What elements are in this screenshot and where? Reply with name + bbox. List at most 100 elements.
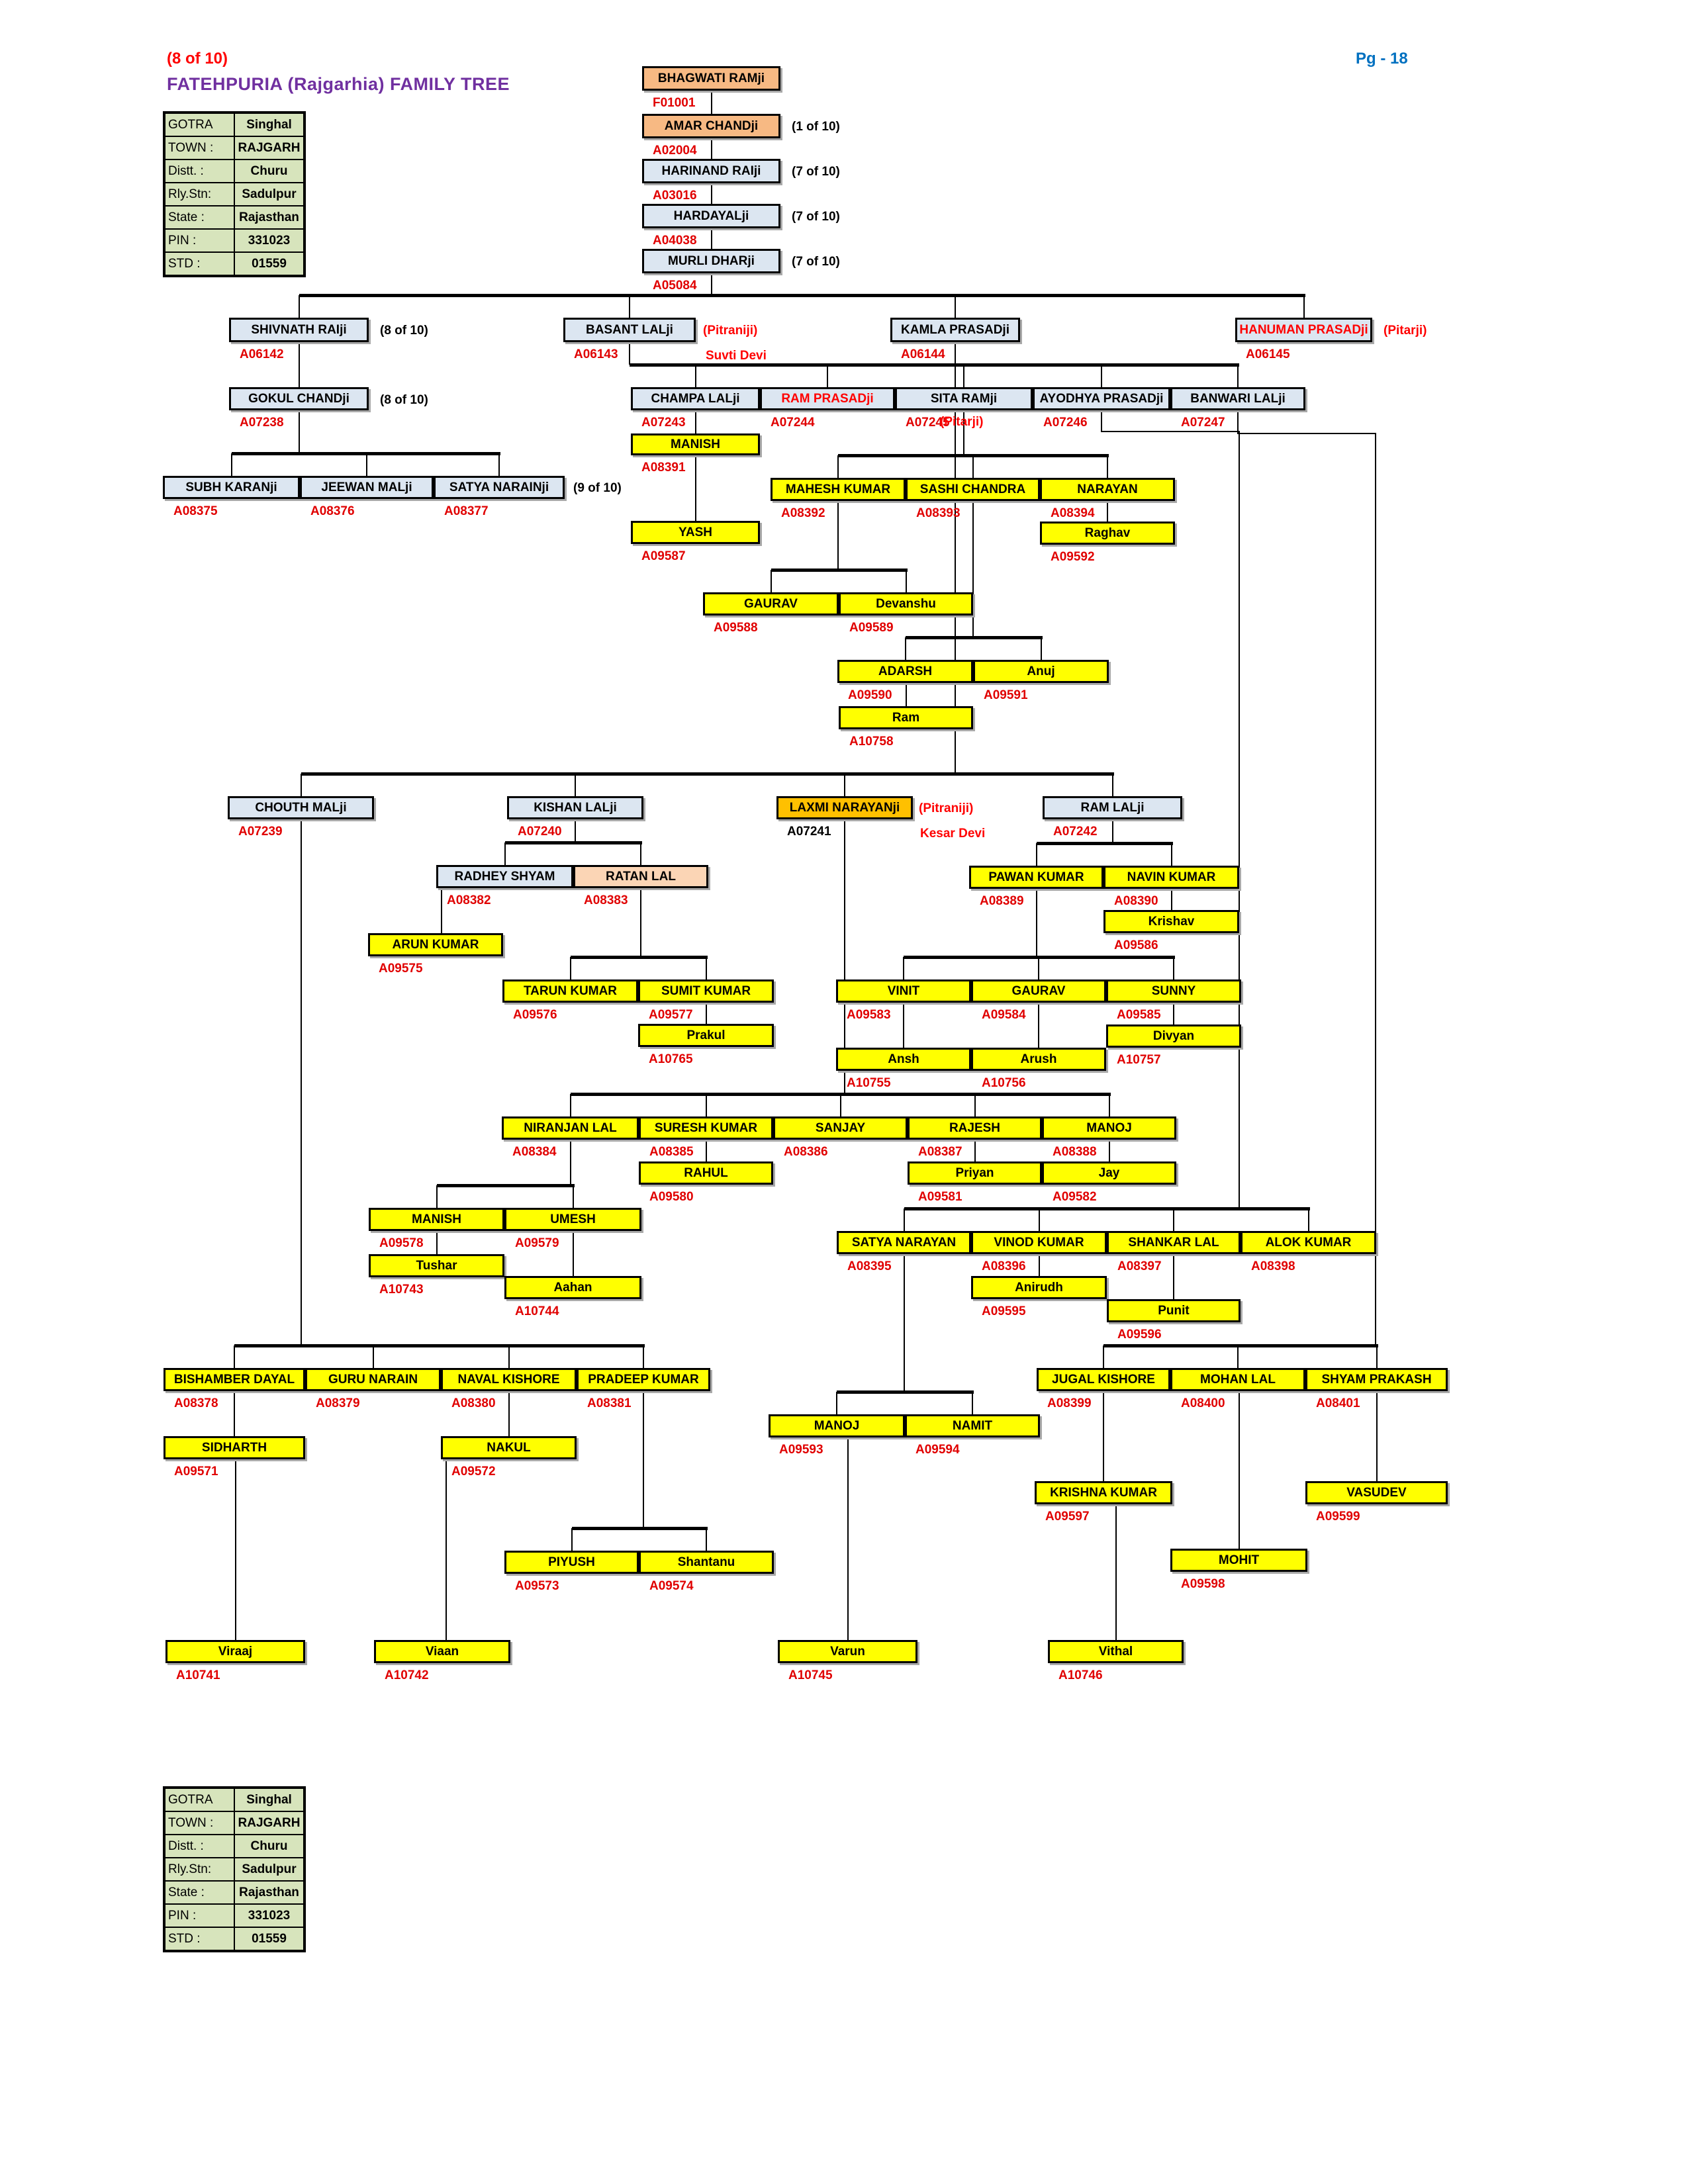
person-box-sanjay: SANJAY — [773, 1116, 908, 1140]
person-code: A08381 — [587, 1396, 632, 1410]
child-drop-line — [230, 453, 232, 476]
child-drop-line — [705, 957, 707, 979]
info-row-label: State : — [165, 1881, 234, 1904]
info-row-label: GOTRA — [165, 1788, 234, 1811]
parent-child-line — [905, 683, 907, 706]
info-row-value: Rajasthan — [234, 1881, 304, 1904]
person-name: YASH — [678, 525, 713, 539]
person-code: A09581 — [918, 1190, 962, 1204]
info-row-label: Rly.Stn: — [165, 1858, 234, 1881]
parent-child-line — [847, 1437, 849, 1640]
person-name: NAVIN KUMAR — [1127, 870, 1216, 884]
person-box-mahesh: MAHESH KUMAR — [771, 478, 906, 501]
person-name: Ansh — [888, 1052, 919, 1066]
person-name: PIYUSH — [548, 1555, 595, 1569]
person-name: Devanshu — [876, 596, 936, 611]
child-drop-line — [705, 1094, 707, 1116]
person-box-sumit: SUMIT KUMAR — [638, 979, 774, 1003]
person-code: A08399 — [1047, 1396, 1092, 1410]
person-code: A09595 — [982, 1304, 1026, 1318]
person-code: A09575 — [379, 962, 423, 976]
person-box-naval: NAVAL KISHORE — [441, 1368, 577, 1391]
person-code: A08375 — [173, 504, 218, 518]
person-name: JEEWAN MALji — [321, 480, 412, 494]
person-box-anuj: Anuj — [973, 660, 1109, 683]
annotation-note: (7 of 10) — [792, 210, 840, 224]
elbow-line — [1101, 431, 1240, 432]
parent-riser-line — [575, 819, 576, 842]
person-code: A07246 — [1043, 416, 1088, 430]
sibling-rail — [299, 294, 1305, 297]
sibling-rail — [570, 956, 708, 959]
child-drop-line — [706, 1528, 707, 1551]
child-drop-line — [827, 365, 828, 387]
annotation-note: (Pitraniji) — [703, 324, 758, 338]
person-name: SIDHARTH — [201, 1440, 267, 1455]
person-name: RAHUL — [684, 1165, 728, 1180]
person-code: A08384 — [512, 1145, 557, 1159]
person-name: HARINAND RAIji — [661, 163, 761, 178]
person-name: PAWAN KUMAR — [988, 870, 1084, 884]
person-box-amar: AMAR CHANDji — [642, 114, 780, 138]
parent-child-line — [903, 1003, 904, 1048]
page-number: Pg - 18 — [1356, 50, 1408, 68]
person-name: NAKUL — [487, 1440, 531, 1455]
person-name: Ram — [892, 710, 920, 725]
child-drop-line — [972, 455, 974, 478]
parent-child-line — [441, 888, 442, 933]
person-code: A03016 — [653, 189, 697, 203]
person-name: VINOD KUMAR — [994, 1235, 1084, 1250]
parent-child-line — [694, 410, 696, 433]
person-box-kishan: KISHAN LALji — [507, 796, 643, 819]
annotation-note: (8 of 10) — [380, 393, 428, 407]
child-drop-line — [572, 1185, 574, 1208]
person-name: Raghav — [1084, 525, 1131, 540]
parent-child-line — [572, 1231, 574, 1276]
person-box-vinod: VINOD KUMAR — [971, 1231, 1107, 1254]
person-name: MANOJ — [1086, 1120, 1132, 1135]
info-row-label: Distt. : — [165, 159, 234, 183]
person-name: SANJAY — [815, 1120, 866, 1135]
info-row-value: 331023 — [234, 1904, 304, 1927]
elbow-line — [1237, 433, 1376, 434]
page-title: FATEHPURIA (Rajgarhia) FAMILY TREE — [167, 74, 510, 94]
parent-child-line — [1376, 1391, 1378, 1481]
person-box-devanshu: Devanshu — [839, 592, 973, 615]
child-drop-line — [903, 1208, 905, 1231]
person-box-arush: Arush — [971, 1048, 1106, 1071]
person-name: SATYA NARAINji — [449, 480, 549, 494]
sibling-rail — [436, 1184, 575, 1187]
annotation-note: Kesar Devi — [920, 827, 986, 841]
parent-child-line — [1170, 889, 1172, 910]
parent-child-line — [445, 1459, 447, 1640]
person-name: RAM LALji — [1080, 800, 1145, 815]
child-drop-line — [1173, 957, 1174, 979]
person-name: JUGAL KISHORE — [1052, 1372, 1155, 1387]
person-name: Jay — [1098, 1165, 1120, 1180]
person-code: A08378 — [174, 1396, 218, 1410]
person-code: A02004 — [653, 144, 697, 158]
person-box-piyush: PIYUSH — [504, 1551, 639, 1574]
person-code: A09580 — [649, 1190, 694, 1204]
child-drop-line — [1170, 843, 1172, 866]
person-code: A08393 — [916, 506, 961, 520]
person-name: ALOK KUMAR — [1265, 1235, 1352, 1250]
child-drop-line — [844, 774, 845, 796]
child-drop-line — [575, 774, 576, 796]
person-code: A08395 — [847, 1259, 892, 1273]
info-row-value: RAJGARH — [234, 1811, 304, 1835]
person-name: KISHAN LALji — [534, 800, 617, 815]
person-code: A08387 — [918, 1145, 962, 1159]
person-code: A08394 — [1051, 506, 1095, 520]
person-name: SHYAM PRAKASH — [1321, 1372, 1432, 1387]
person-code: A04038 — [653, 234, 697, 248]
person-box-priyan: Priyan — [908, 1161, 1042, 1185]
parent-riser-line — [963, 410, 964, 455]
person-box-shyamp: SHYAM PRAKASH — [1305, 1368, 1448, 1391]
person-box-suresh: SURESH KUMAR — [639, 1116, 773, 1140]
person-name: ARUN KUMAR — [392, 937, 479, 952]
person-code: A09585 — [1117, 1008, 1161, 1022]
child-drop-line — [300, 774, 302, 796]
parent-child-line — [508, 1391, 510, 1436]
person-name: ADARSH — [878, 664, 933, 678]
